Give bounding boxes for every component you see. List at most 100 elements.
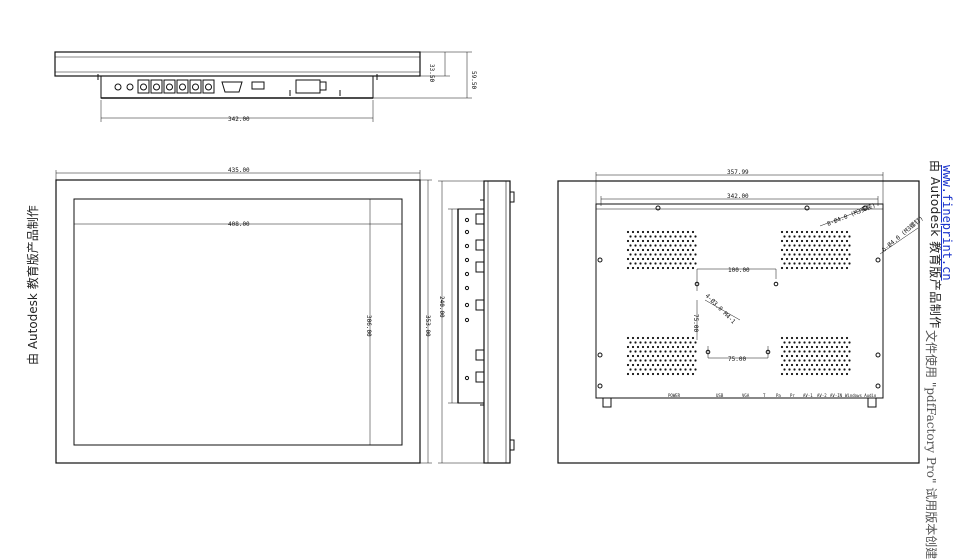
vent-dot <box>629 244 632 247</box>
vent-dot <box>629 235 632 238</box>
vent-dot <box>689 235 692 238</box>
dim-front-outer-width: 435.00 <box>228 167 250 174</box>
vent-dot <box>808 350 811 353</box>
dim-vesa-vertical: 75.00 <box>692 314 699 332</box>
vent-dot <box>835 372 839 376</box>
vent-dot <box>790 266 794 270</box>
dim-side-height: 240.00 <box>438 296 445 318</box>
port-label: VGA <box>742 393 750 398</box>
vent-dot <box>669 368 672 371</box>
vent-dot <box>626 336 630 340</box>
vent-dot <box>800 363 804 367</box>
vent-dot <box>825 239 829 243</box>
vent-dot <box>679 368 682 371</box>
dim-height-b: 59.50 <box>470 71 477 89</box>
vent-dot <box>674 359 677 362</box>
vent-dot <box>649 253 652 256</box>
vent-dot <box>825 230 829 234</box>
vent-dot <box>788 262 791 265</box>
vent-dot <box>803 253 806 256</box>
vent-dot <box>676 248 680 252</box>
vent-dot <box>795 257 799 261</box>
vent-dot <box>840 230 844 234</box>
vent-dot <box>659 368 662 371</box>
vent-dot <box>636 372 640 376</box>
vent-dot <box>848 359 851 362</box>
vent-dot <box>790 248 794 252</box>
vent-dot <box>825 257 829 261</box>
vent-dot <box>798 359 801 362</box>
port-label: Pr <box>790 393 795 398</box>
vent-dot <box>664 253 667 256</box>
vent-dot <box>835 239 839 243</box>
vent-dot <box>780 354 784 358</box>
vent-dot <box>830 248 834 252</box>
vent-dot <box>840 363 844 367</box>
vent-dot <box>686 336 690 340</box>
vent-dot <box>835 336 839 340</box>
vent-dot <box>679 253 682 256</box>
vent-dot <box>644 253 647 256</box>
vent-dot <box>845 336 849 340</box>
vent-dot <box>626 230 630 234</box>
vent-dot <box>790 336 794 340</box>
vent-dot <box>833 262 836 265</box>
vent-dot <box>629 350 632 353</box>
vent-dot <box>833 350 836 353</box>
vent-dot <box>654 359 657 362</box>
vent-dot <box>669 341 672 344</box>
vent-dot <box>626 239 630 243</box>
vent-dot <box>830 266 834 270</box>
dim-vesa-bottom: 75.00 <box>728 356 746 363</box>
vent-dot <box>813 341 816 344</box>
vent-dot <box>656 336 660 340</box>
vent-dot <box>631 266 635 270</box>
vent-dot <box>684 350 687 353</box>
vent-dot <box>835 354 839 358</box>
vent-dot <box>790 363 794 367</box>
vent-dot <box>793 359 796 362</box>
vent-dot <box>671 363 675 367</box>
vent-dot <box>795 239 799 243</box>
vent-dot <box>681 345 685 349</box>
vent-dot <box>686 266 690 270</box>
vent-dot <box>830 363 834 367</box>
vent-dot <box>664 368 667 371</box>
vent-dot <box>803 235 806 238</box>
vent-dot <box>833 359 836 362</box>
vent-dot <box>691 354 695 358</box>
vent-dot <box>671 336 675 340</box>
vent-dot <box>803 368 806 371</box>
vent-dot <box>684 359 687 362</box>
vent-dot <box>838 359 841 362</box>
vent-dot <box>634 235 637 238</box>
vent-dot <box>825 345 829 349</box>
vent-dot <box>634 253 637 256</box>
vent-dot <box>820 230 824 234</box>
vent-dot <box>808 253 811 256</box>
vent-dot <box>681 363 685 367</box>
vent-dot <box>646 239 650 243</box>
vent-dot <box>808 341 811 344</box>
vent-dot <box>656 266 660 270</box>
vent-dot <box>649 235 652 238</box>
vent-dot <box>674 350 677 353</box>
vent-dot <box>686 230 690 234</box>
vent-dot <box>838 253 841 256</box>
vent-dot <box>805 363 809 367</box>
vent-dot <box>674 235 677 238</box>
vent-dot <box>805 248 809 252</box>
vent-dot <box>644 350 647 353</box>
vent-dot <box>828 244 831 247</box>
vent-dot <box>790 257 794 261</box>
right-url[interactable]: www.fineprint.cn <box>940 165 954 281</box>
vent-dot <box>666 336 670 340</box>
vent-dot <box>845 354 849 358</box>
vent-dot <box>803 359 806 362</box>
vent-dot <box>848 368 851 371</box>
vent-dot <box>659 235 662 238</box>
vent-dot <box>666 345 670 349</box>
vent-dot <box>810 266 814 270</box>
vent-dot <box>790 345 794 349</box>
fineprint-link[interactable]: www.fineprint.cn <box>940 165 954 281</box>
